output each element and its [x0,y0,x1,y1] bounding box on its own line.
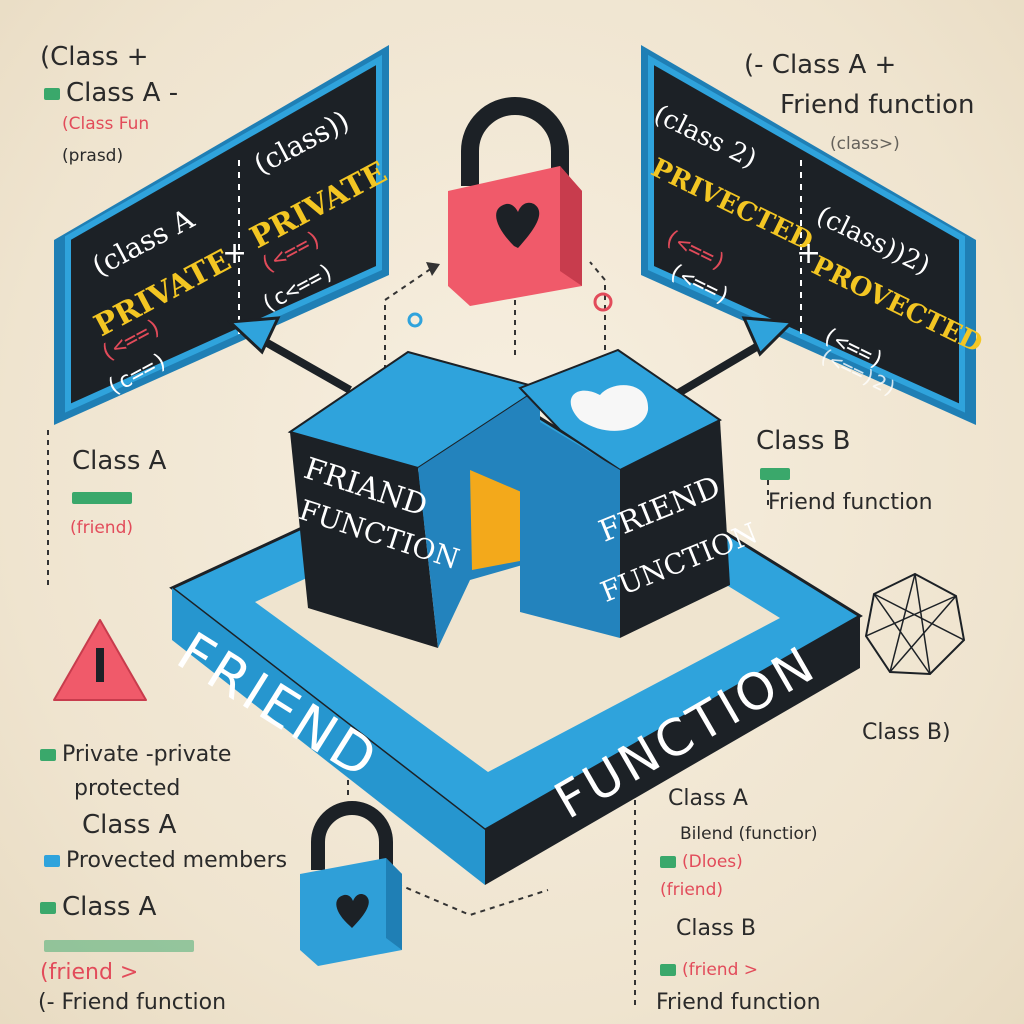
green-tag-icon [760,468,790,480]
ann-mid-left-1: Class A [72,446,167,476]
left-panel-col1-sep: + [222,236,248,271]
ann-mid-left-tag-row [72,488,138,508]
ann-mid-right-tag-row [760,464,796,484]
dot-blue [407,312,423,328]
ann-bottom-right-6: (friend > [682,960,759,980]
ann-top-left-2-row: Class A - [44,78,178,108]
ann-bottom-left-1: Private -private [62,742,232,767]
green-tag-icon [40,749,56,761]
ann-top-left-2: Class A - [66,78,179,108]
ann-bottom-right-4: (friend) [660,880,723,900]
blue-tag-icon [44,855,60,867]
heart-icon [336,893,369,928]
lock-icon [448,97,582,306]
ann-bottom-left-4: Provected members [66,848,288,873]
ann-mid-right-2: Friend function [768,490,933,515]
green-tag-icon [44,87,60,100]
ann-bottom-left-5: Class A [62,892,157,922]
ann-mid-right-1: Class B [756,426,851,456]
ann-bottom-right-5: Class B [676,916,756,941]
green-tag-icon [660,964,676,976]
green-tag-icon [72,492,132,504]
ann-bottom-left-4-row: Provected members [44,848,287,873]
left-panel-frame [54,45,389,425]
ann-top-left-4: (prasd) [62,146,124,166]
ann-mid-left-2: (friend) [70,518,133,538]
heart-icon [496,202,540,248]
polyhedron-icon [864,572,966,676]
ann-bottom-right-1: Class A [668,786,748,811]
ann-bottom-left-7: (- Friend function [38,990,227,1015]
ann-bottom-right-7: Friend function [656,990,821,1015]
green-tag-icon [44,940,194,952]
ann-bottom-left-tag-row [44,936,200,956]
green-tag-icon [40,901,56,914]
lock-icon [300,801,402,966]
ann-bottom-right-3: (Dloes) [682,852,743,872]
right-panel-col1-sep: + [796,236,822,271]
ann-bottom-left-6: (friend > [40,960,139,985]
ann-bottom-left-2: protected [74,776,181,801]
ann-top-left-1: (Class + [40,42,149,72]
dot-red [593,292,613,312]
ann-bottom-left-5-row: Class A [40,892,156,922]
left-code-panel: (class A PRIVATE + (<==) (c==) (class)) … [44,40,394,430]
left-arrow [226,316,352,394]
right-panel-frame [641,45,976,425]
ann-top-right-2: Friend function [780,90,975,120]
ann-bottom-right-3-row: (Dloes) [660,852,743,872]
ann-bottom-left-3: Class A [82,810,177,840]
ann-top-right-3: (class>) [830,134,900,154]
ann-bottom-right-6-row: (friend > [660,960,758,980]
ann-top-right-1: (- Class A + [744,50,897,80]
warning-icon [53,619,147,701]
ann-top-left-3: (Class Fun [62,114,150,134]
ann-right-class-b: Class B) [862,720,951,745]
heart-icon [570,385,649,431]
green-tag-icon [660,856,676,868]
ann-bottom-right-2: Bilend (functior) [680,824,818,844]
ann-bottom-left-1-row: Private -private [40,742,231,767]
right-arrow [667,316,796,402]
right-code-panel: (class 2) PRIVECTED + (<==) (<==) (class… [636,40,987,430]
